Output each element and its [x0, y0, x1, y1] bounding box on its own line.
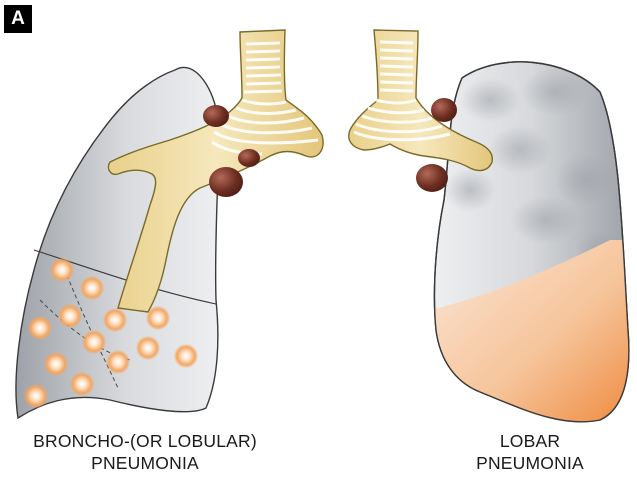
inflammatory-focus — [80, 276, 104, 300]
lung-mottle — [444, 168, 496, 212]
lymph-node — [416, 164, 448, 192]
inflammatory-focus — [28, 316, 52, 340]
lobar-pneumonia-caption: LOBAR PNEUMONIA — [440, 430, 620, 474]
inflammatory-focus — [136, 336, 160, 360]
bronchopneumonia-caption-line1: BRONCHO-(OR LOBULAR) — [20, 430, 270, 452]
bronchopneumonia-caption: BRONCHO-(OR LOBULAR) PNEUMONIA — [20, 430, 270, 474]
left-lung — [16, 67, 218, 418]
inflammatory-focus — [58, 304, 82, 328]
lymph-node — [431, 98, 457, 122]
bronchopneumonia-caption-line2: PNEUMONIA — [20, 452, 270, 474]
lung-mottle — [555, 154, 615, 206]
inflammatory-focus — [44, 352, 68, 376]
inflammatory-focus — [174, 344, 198, 368]
inflammatory-focus — [70, 372, 94, 396]
inflammatory-focus — [82, 330, 106, 354]
inflammatory-focus — [50, 258, 74, 282]
lobar-pneumonia-caption-line2: PNEUMONIA — [440, 452, 620, 474]
lung-mottle — [511, 196, 579, 244]
inflammatory-focus — [103, 308, 127, 332]
lymph-node — [209, 167, 243, 197]
inflammatory-focus — [106, 350, 130, 374]
lung-mottle — [460, 78, 520, 122]
lobar-pneumonia-caption-line1: LOBAR — [440, 430, 620, 452]
inflammatory-focus — [24, 384, 48, 408]
lymph-node — [238, 149, 260, 167]
lung-mottle — [488, 126, 552, 174]
lymph-node — [203, 105, 229, 127]
